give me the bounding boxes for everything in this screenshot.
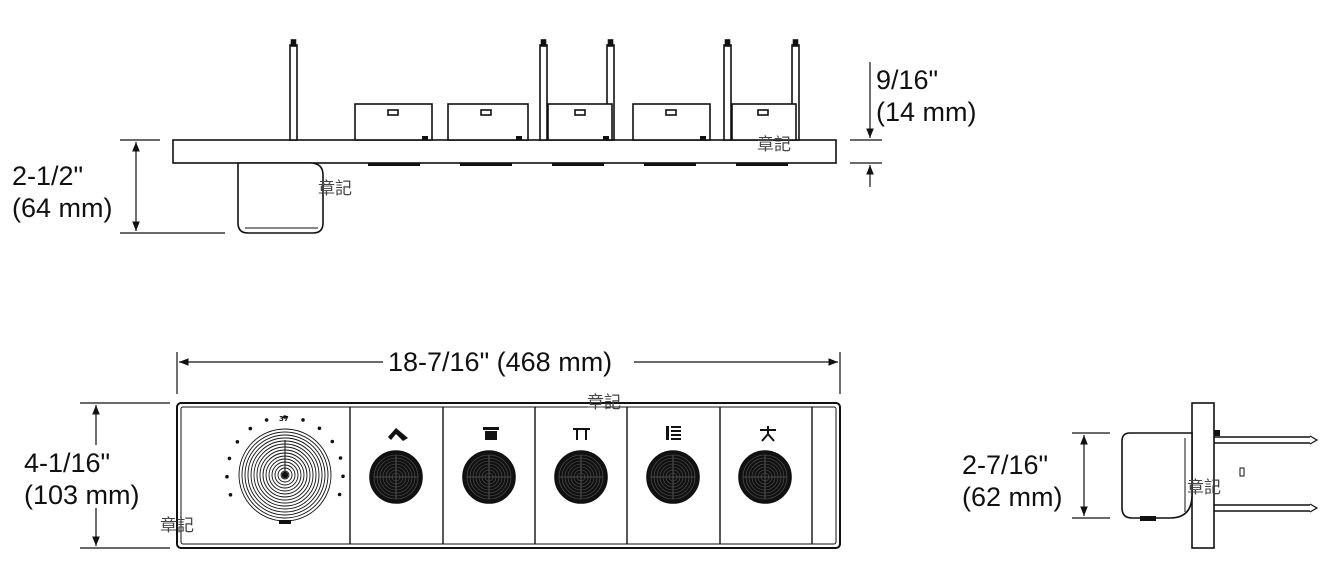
dim-label-front-width: 18-7/16" (468 mm) bbox=[388, 347, 613, 377]
dual-showerhead-icon bbox=[573, 428, 590, 440]
top-view bbox=[120, 39, 882, 234]
dial-tick-dot bbox=[283, 415, 287, 419]
dim-label-front-height: 4-1/16" (103 mm) bbox=[24, 447, 140, 511]
dim-side-depth-imperial: 2-7/16" bbox=[962, 450, 1049, 480]
watermark: 章記 bbox=[318, 179, 352, 199]
dim-front-height-imperial: 4-1/16" bbox=[24, 448, 111, 478]
watermark: 章記 bbox=[1187, 478, 1221, 498]
dim-label-side-depth: 2-7/16" (62 mm) bbox=[962, 449, 1063, 513]
dial-tick-dot bbox=[337, 492, 342, 497]
dim-top-height-imperial: 2-1/2" bbox=[12, 161, 84, 191]
diverter-knob bbox=[646, 450, 700, 504]
watermark: 章記 bbox=[757, 135, 791, 155]
top-plate bbox=[172, 139, 837, 164]
diverter-knob bbox=[462, 450, 516, 504]
dim-lines-front-height bbox=[80, 402, 170, 549]
body-spray-icon bbox=[666, 426, 681, 440]
dial-ring bbox=[247, 437, 323, 513]
dim-lines-top-height bbox=[120, 139, 225, 234]
dim-label-top-height: 2-1/2" (64 mm) bbox=[12, 160, 113, 224]
dim-top-height-metric: (64 mm) bbox=[12, 193, 113, 223]
watermark: 章記 bbox=[160, 516, 194, 536]
dial-tick-dot bbox=[225, 474, 229, 479]
dim-lines-side-depth bbox=[1072, 432, 1110, 519]
valve-body bbox=[237, 162, 324, 234]
dim-top-thickness-metric: (14 mm) bbox=[876, 97, 977, 127]
dim-front-height-metric: (103 mm) bbox=[24, 480, 140, 510]
dial-tick-dot bbox=[248, 426, 253, 431]
dial-tick-dot bbox=[264, 418, 269, 422]
diverter-knob bbox=[554, 450, 608, 504]
dial-ring bbox=[241, 431, 329, 519]
panel-dividers bbox=[349, 407, 813, 544]
dim-lines-top-thickness bbox=[850, 62, 882, 187]
dial-tick-dot bbox=[317, 426, 322, 431]
top-pins bbox=[289, 39, 800, 141]
rain-showerhead-icon bbox=[483, 427, 499, 440]
side-view bbox=[1072, 402, 1319, 549]
watermark: 章記 bbox=[587, 393, 621, 413]
dial-tick-dot bbox=[341, 474, 345, 479]
diverter-knob bbox=[369, 450, 423, 504]
dial-tick-dot bbox=[338, 456, 343, 460]
diverter-knob bbox=[738, 450, 792, 504]
dim-side-depth-metric: (62 mm) bbox=[962, 482, 1063, 512]
dial-tick-dot bbox=[228, 493, 233, 497]
dim-label-top-thickness: 9/16" (14 mm) bbox=[876, 64, 977, 128]
dial-tick-dot bbox=[227, 456, 232, 461]
side-body bbox=[1121, 432, 1193, 519]
top-underside-tabs bbox=[368, 163, 788, 166]
dial-tick-dot bbox=[235, 440, 240, 444]
dim-top-thickness-imperial: 9/16" bbox=[876, 65, 939, 95]
temperature-dial bbox=[225, 415, 345, 524]
dim-lines-front-width bbox=[176, 352, 841, 394]
front-panel-inner bbox=[180, 406, 837, 545]
front-view bbox=[80, 352, 841, 549]
dial-mark-label: 37 bbox=[279, 415, 289, 423]
top-cartridges bbox=[354, 103, 797, 141]
diverter-knobs bbox=[369, 450, 792, 504]
handshower-icon bbox=[760, 426, 776, 442]
tub-spout-icon bbox=[388, 428, 408, 441]
dial-ring bbox=[244, 434, 326, 516]
dial-tick-dot bbox=[301, 418, 305, 422]
dial-tick-dot bbox=[330, 439, 335, 444]
